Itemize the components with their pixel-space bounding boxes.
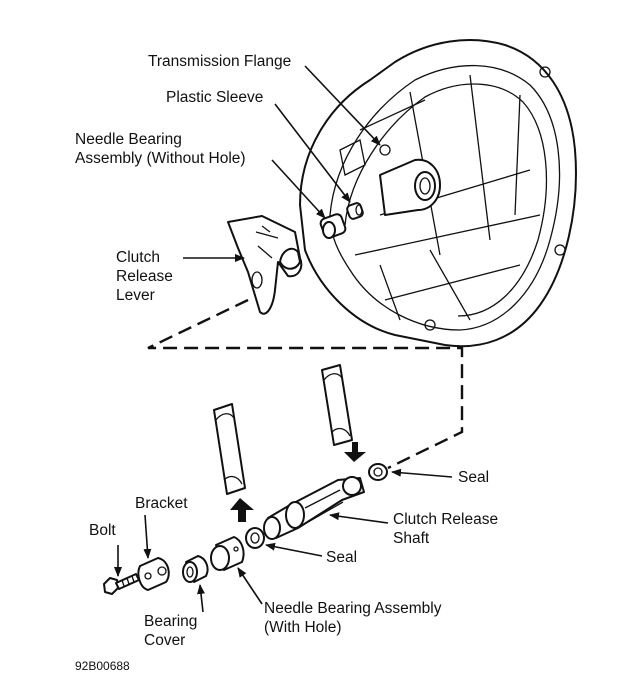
- label-clutch-release-lever-line3: Lever: [116, 287, 155, 304]
- label-seal-upper: Seal: [458, 469, 489, 486]
- leader-lines: [114, 65, 453, 613]
- bearing-cover-part: [182, 555, 209, 583]
- label-clutch-release-shaft-line1: Clutch Release: [393, 511, 498, 528]
- up-arrow-lower: [230, 498, 254, 522]
- needle-bearing-with-hole-part: [210, 536, 245, 571]
- label-bracket: Bracket: [135, 495, 188, 512]
- upper-shaft-view: [321, 364, 353, 446]
- label-needle-bearing-no-hole-line2: Assembly (Without Hole): [75, 150, 246, 167]
- seal-lower-part: [245, 527, 265, 549]
- label-plastic-sleeve: Plastic Sleeve: [166, 89, 263, 106]
- label-bolt: Bolt: [89, 522, 116, 539]
- alignment-dashed-line: [147, 298, 464, 470]
- plastic-sleeve-part: [346, 202, 364, 220]
- lower-shaft-view: [213, 403, 246, 495]
- clutch-release-shaft-part: [263, 476, 365, 540]
- label-clutch-release-lever-line1: Clutch: [116, 249, 160, 266]
- transmission-housing: [299, 39, 577, 348]
- label-bearing-cover-line1: Bearing: [144, 613, 197, 630]
- figure-code: 92B00688: [75, 659, 130, 673]
- bracket-part: [137, 557, 170, 591]
- up-arrow-upper: [344, 442, 366, 462]
- label-needle-bearing-with-hole-line2: (With Hole): [264, 619, 342, 636]
- label-clutch-release-shaft-line2: Shaft: [393, 530, 430, 547]
- seal-upper-part: [368, 463, 388, 481]
- bolt-part: [103, 573, 140, 595]
- label-needle-bearing-no-hole-line1: Needle Bearing: [75, 131, 182, 148]
- clutch-release-lever-part: [227, 215, 303, 315]
- needle-bearing-no-hole-part: [319, 213, 347, 239]
- label-bearing-cover-line2: Cover: [144, 632, 185, 649]
- label-seal-lower: Seal: [326, 549, 357, 566]
- label-transmission-flange: Transmission Flange: [148, 53, 291, 70]
- label-clutch-release-lever-line2: Release: [116, 268, 173, 285]
- label-needle-bearing-with-hole-line1: Needle Bearing Assembly: [264, 600, 442, 617]
